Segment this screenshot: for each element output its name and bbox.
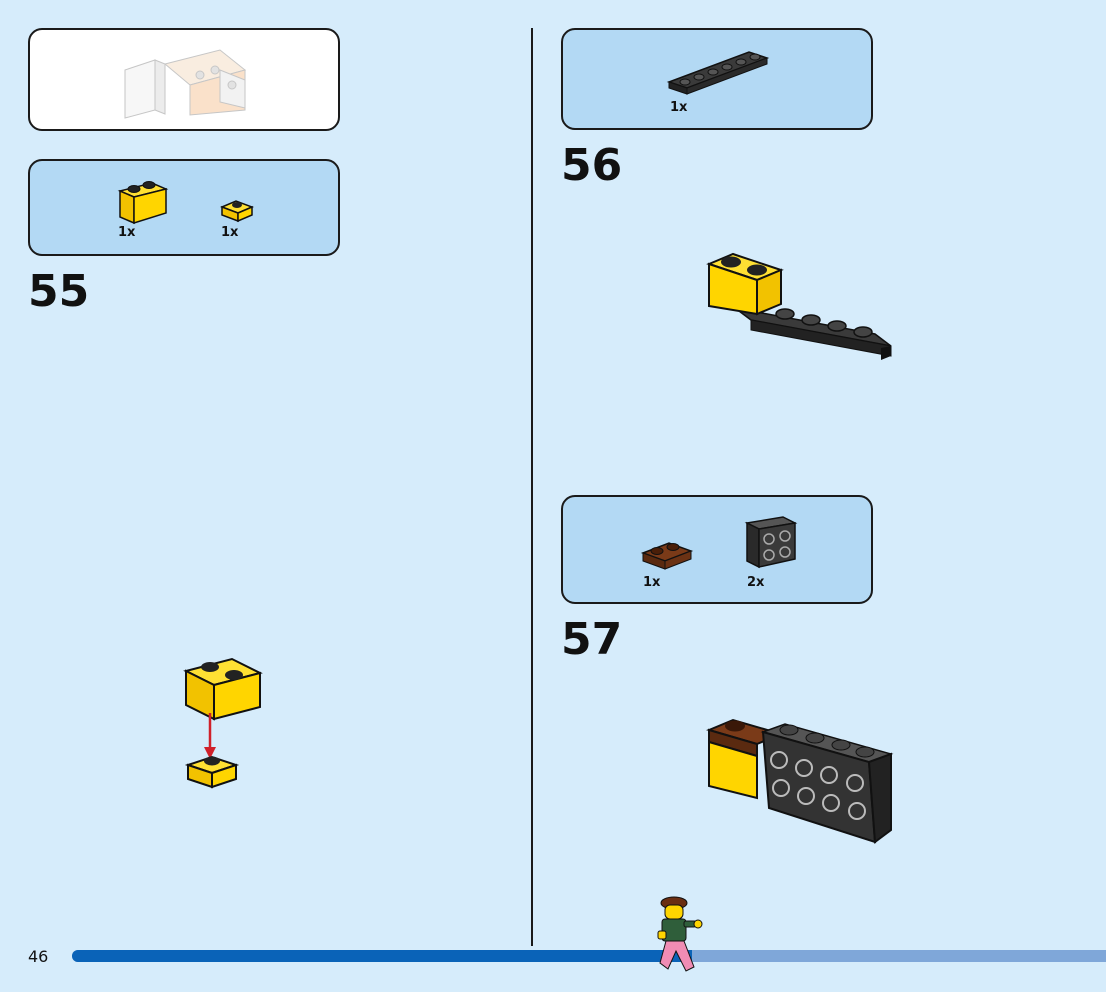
yellow-plate-1x1-icon	[219, 200, 255, 223]
page-number: 46	[28, 947, 49, 966]
step-57-part-2-qty: 2x	[747, 575, 765, 590]
step-56-build-illustration	[706, 252, 892, 360]
submodel-preview-image	[124, 49, 247, 119]
step-56-parts-box: 1x	[561, 28, 873, 130]
progress-fill	[72, 950, 693, 962]
step-56-number: 56	[561, 140, 623, 191]
brown-plate-1x2-icon	[640, 542, 694, 570]
step-57-build-illustration	[706, 718, 894, 844]
step-56-part-1-qty: 1x	[670, 100, 688, 115]
yellow-brick-1x2-icon	[117, 181, 169, 225]
minifigure-icon	[657, 896, 703, 972]
step-57-parts-box: 1x 2x	[561, 495, 873, 604]
submodel-preview-box	[28, 28, 340, 131]
progress-bar	[72, 950, 1106, 962]
step-55-number: 55	[28, 266, 90, 317]
step-55-part-1-qty: 1x	[118, 225, 136, 240]
black-brick-2x2-side-studs-icon	[744, 516, 798, 569]
step-57-part-1-qty: 1x	[643, 575, 661, 590]
step-55-parts-box: 1x 1x	[28, 159, 340, 256]
step-55-build-illustration	[183, 657, 263, 789]
black-plate-1x6-icon	[666, 51, 770, 95]
step-55-part-2-qty: 1x	[221, 225, 239, 240]
step-57-number: 57	[561, 614, 623, 665]
column-divider	[531, 28, 533, 946]
